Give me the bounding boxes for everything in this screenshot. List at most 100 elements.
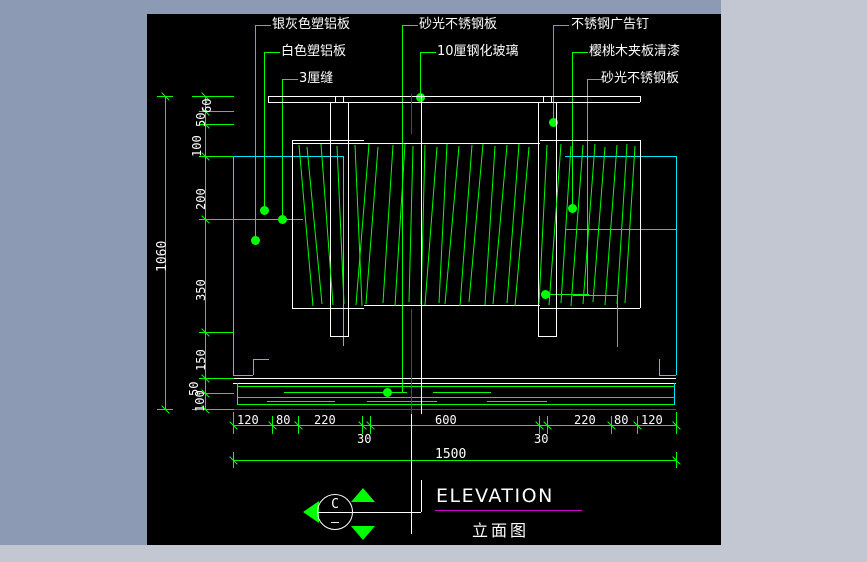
title-centerline-riser — [411, 414, 412, 534]
leader-1-stub — [255, 25, 271, 26]
base-grain-short-5 — [487, 401, 547, 402]
dim-value-v-50: 50 — [194, 112, 208, 127]
leader-4-stub — [402, 25, 418, 26]
annotation-label-brushed-ss-bot: 砂光不锈钢板 — [601, 71, 680, 86]
dim-ext-v-5 — [199, 332, 234, 333]
page-margin-top — [147, 0, 721, 14]
dim-value-h-30b: 30 — [534, 432, 549, 446]
panel-left-step-h — [253, 359, 269, 360]
panel-right-step-v — [659, 359, 660, 375]
leader-8-endpoint-dot — [541, 290, 550, 299]
leader-2-stub — [264, 52, 280, 53]
top-rail-left-cap — [268, 96, 269, 102]
centerline-red-lower — [411, 309, 412, 414]
wood-panel-top-left-seg — [292, 140, 364, 141]
base-grain-short-1 — [284, 392, 394, 393]
drawing-title-underline — [435, 510, 582, 511]
dim-value-h-80b: 80 — [614, 413, 629, 427]
post-left-outer — [330, 102, 331, 336]
page-margin-left — [0, 0, 147, 545]
dim-line-horizontal-overall — [233, 460, 676, 461]
annotation-label-brushed-ss-top: 砂光不锈钢板 — [419, 17, 498, 32]
leader-5-stub — [420, 52, 436, 53]
leader-3-stub — [282, 79, 298, 80]
leader-4-tail — [387, 392, 407, 393]
wood-panel-bottom-mid — [364, 305, 540, 306]
top-rail-lower-edge — [268, 102, 640, 103]
base-grain-short-4 — [367, 401, 437, 402]
base-grain-3 — [237, 404, 674, 405]
panel-left-top-edge — [233, 156, 343, 157]
leader-6-endpoint-dot — [549, 118, 558, 127]
section-arrow-down-icon — [351, 526, 375, 540]
dim-ext-v-1 — [199, 111, 234, 112]
dim-line-horizontal-chain — [233, 425, 676, 426]
dim-value-v-150: 150 — [194, 349, 208, 371]
post-left-inner — [348, 102, 349, 336]
leader-8-drop — [587, 79, 588, 294]
leader-3-endpoint-dot — [278, 215, 287, 224]
panel-left-bottom-edge — [233, 375, 253, 376]
dim-ext-v-2 — [199, 124, 234, 125]
section-marker-letter: C — [331, 497, 339, 512]
dim-value-h-120b: 120 — [641, 413, 663, 427]
wood-panel-grain-stub — [573, 295, 617, 296]
leader-4-drop — [402, 25, 403, 393]
wood-panel-top-right-seg — [540, 140, 640, 141]
section-arrow-left-icon — [303, 501, 319, 523]
section-marker-tail-riser — [421, 480, 422, 512]
post-right-outer — [538, 102, 539, 336]
post-right-neck-r — [551, 96, 552, 102]
leader-7-drop — [572, 52, 573, 208]
top-rail-upper-edge — [268, 96, 640, 97]
base-top-edge — [233, 378, 676, 379]
dim-ext-h-0 — [233, 412, 234, 434]
base-grain-short-2 — [433, 392, 491, 393]
post-right-neck-top — [543, 96, 552, 97]
dim-value-h-120a: 120 — [237, 413, 259, 427]
top-rail-right-cap — [640, 96, 641, 102]
dim-value-v-200: 200 — [194, 188, 208, 210]
panel-left-step-v — [253, 359, 254, 375]
post-right-neck-l — [543, 96, 544, 102]
annotation-label-silver-acp: 银灰色塑铝板 — [272, 17, 351, 32]
base-grain-short-3 — [267, 401, 335, 402]
leader-1-drop — [255, 25, 256, 240]
page-margin-bottom — [0, 545, 867, 562]
leader-3-drop — [282, 79, 283, 219]
leader-8-stub — [587, 79, 603, 80]
dim-ext-h-9 — [676, 412, 677, 434]
leader-2-endpoint-dot — [260, 206, 269, 215]
panel-right-bottom-edge — [659, 375, 676, 376]
page-margin-right — [721, 0, 867, 562]
wood-panel-bottom-left — [292, 308, 364, 309]
drawing-canvas[interactable]: 银灰色塑铝板 白色塑铝板 3厘缝 砂光不锈钢板 10厘钢化玻璃 不锈钢广告钉 樱… — [147, 14, 721, 545]
dim-ext-v-3 — [199, 156, 234, 157]
drawing-title-en: ELEVATION — [436, 485, 554, 507]
centerline-red-upper — [411, 94, 412, 134]
post-left-neck-r — [343, 96, 344, 102]
leader-1-endpoint-dot — [251, 236, 260, 245]
wood-panel-bottom-right — [540, 308, 640, 309]
dim-ext-v-7 — [199, 393, 234, 394]
dim-value-h-220a: 220 — [314, 413, 336, 427]
dim-ext-v-4 — [199, 219, 234, 220]
dim-value-v-60: 60 — [200, 98, 214, 113]
leader-6-stub — [553, 25, 569, 26]
dim-value-h-80a: 80 — [276, 413, 291, 427]
post-left-shoulder — [330, 102, 349, 103]
dim-value-v-overall: 1060 — [155, 240, 170, 272]
annotation-label-cherry-ply-lacquer: 樱桃木夹板清漆 — [589, 44, 681, 59]
leader-3-tail — [233, 219, 303, 220]
annotation-label-3mm-joint: 3厘缝 — [299, 71, 334, 86]
base-grain-2 — [237, 397, 674, 398]
wood-panel-right-edge — [640, 140, 641, 308]
post-left-neck-top — [335, 96, 344, 97]
dim-ext-v-8 — [192, 409, 234, 410]
drawing-title-cn: 立面图 — [472, 521, 530, 540]
dim-value-v-100a: 100 — [190, 135, 204, 157]
section-marker[interactable]: C – — [303, 480, 422, 540]
wood-panel-grain-stub-v — [617, 295, 618, 347]
post-left-foot — [330, 336, 349, 337]
base-floor-line — [233, 409, 676, 410]
